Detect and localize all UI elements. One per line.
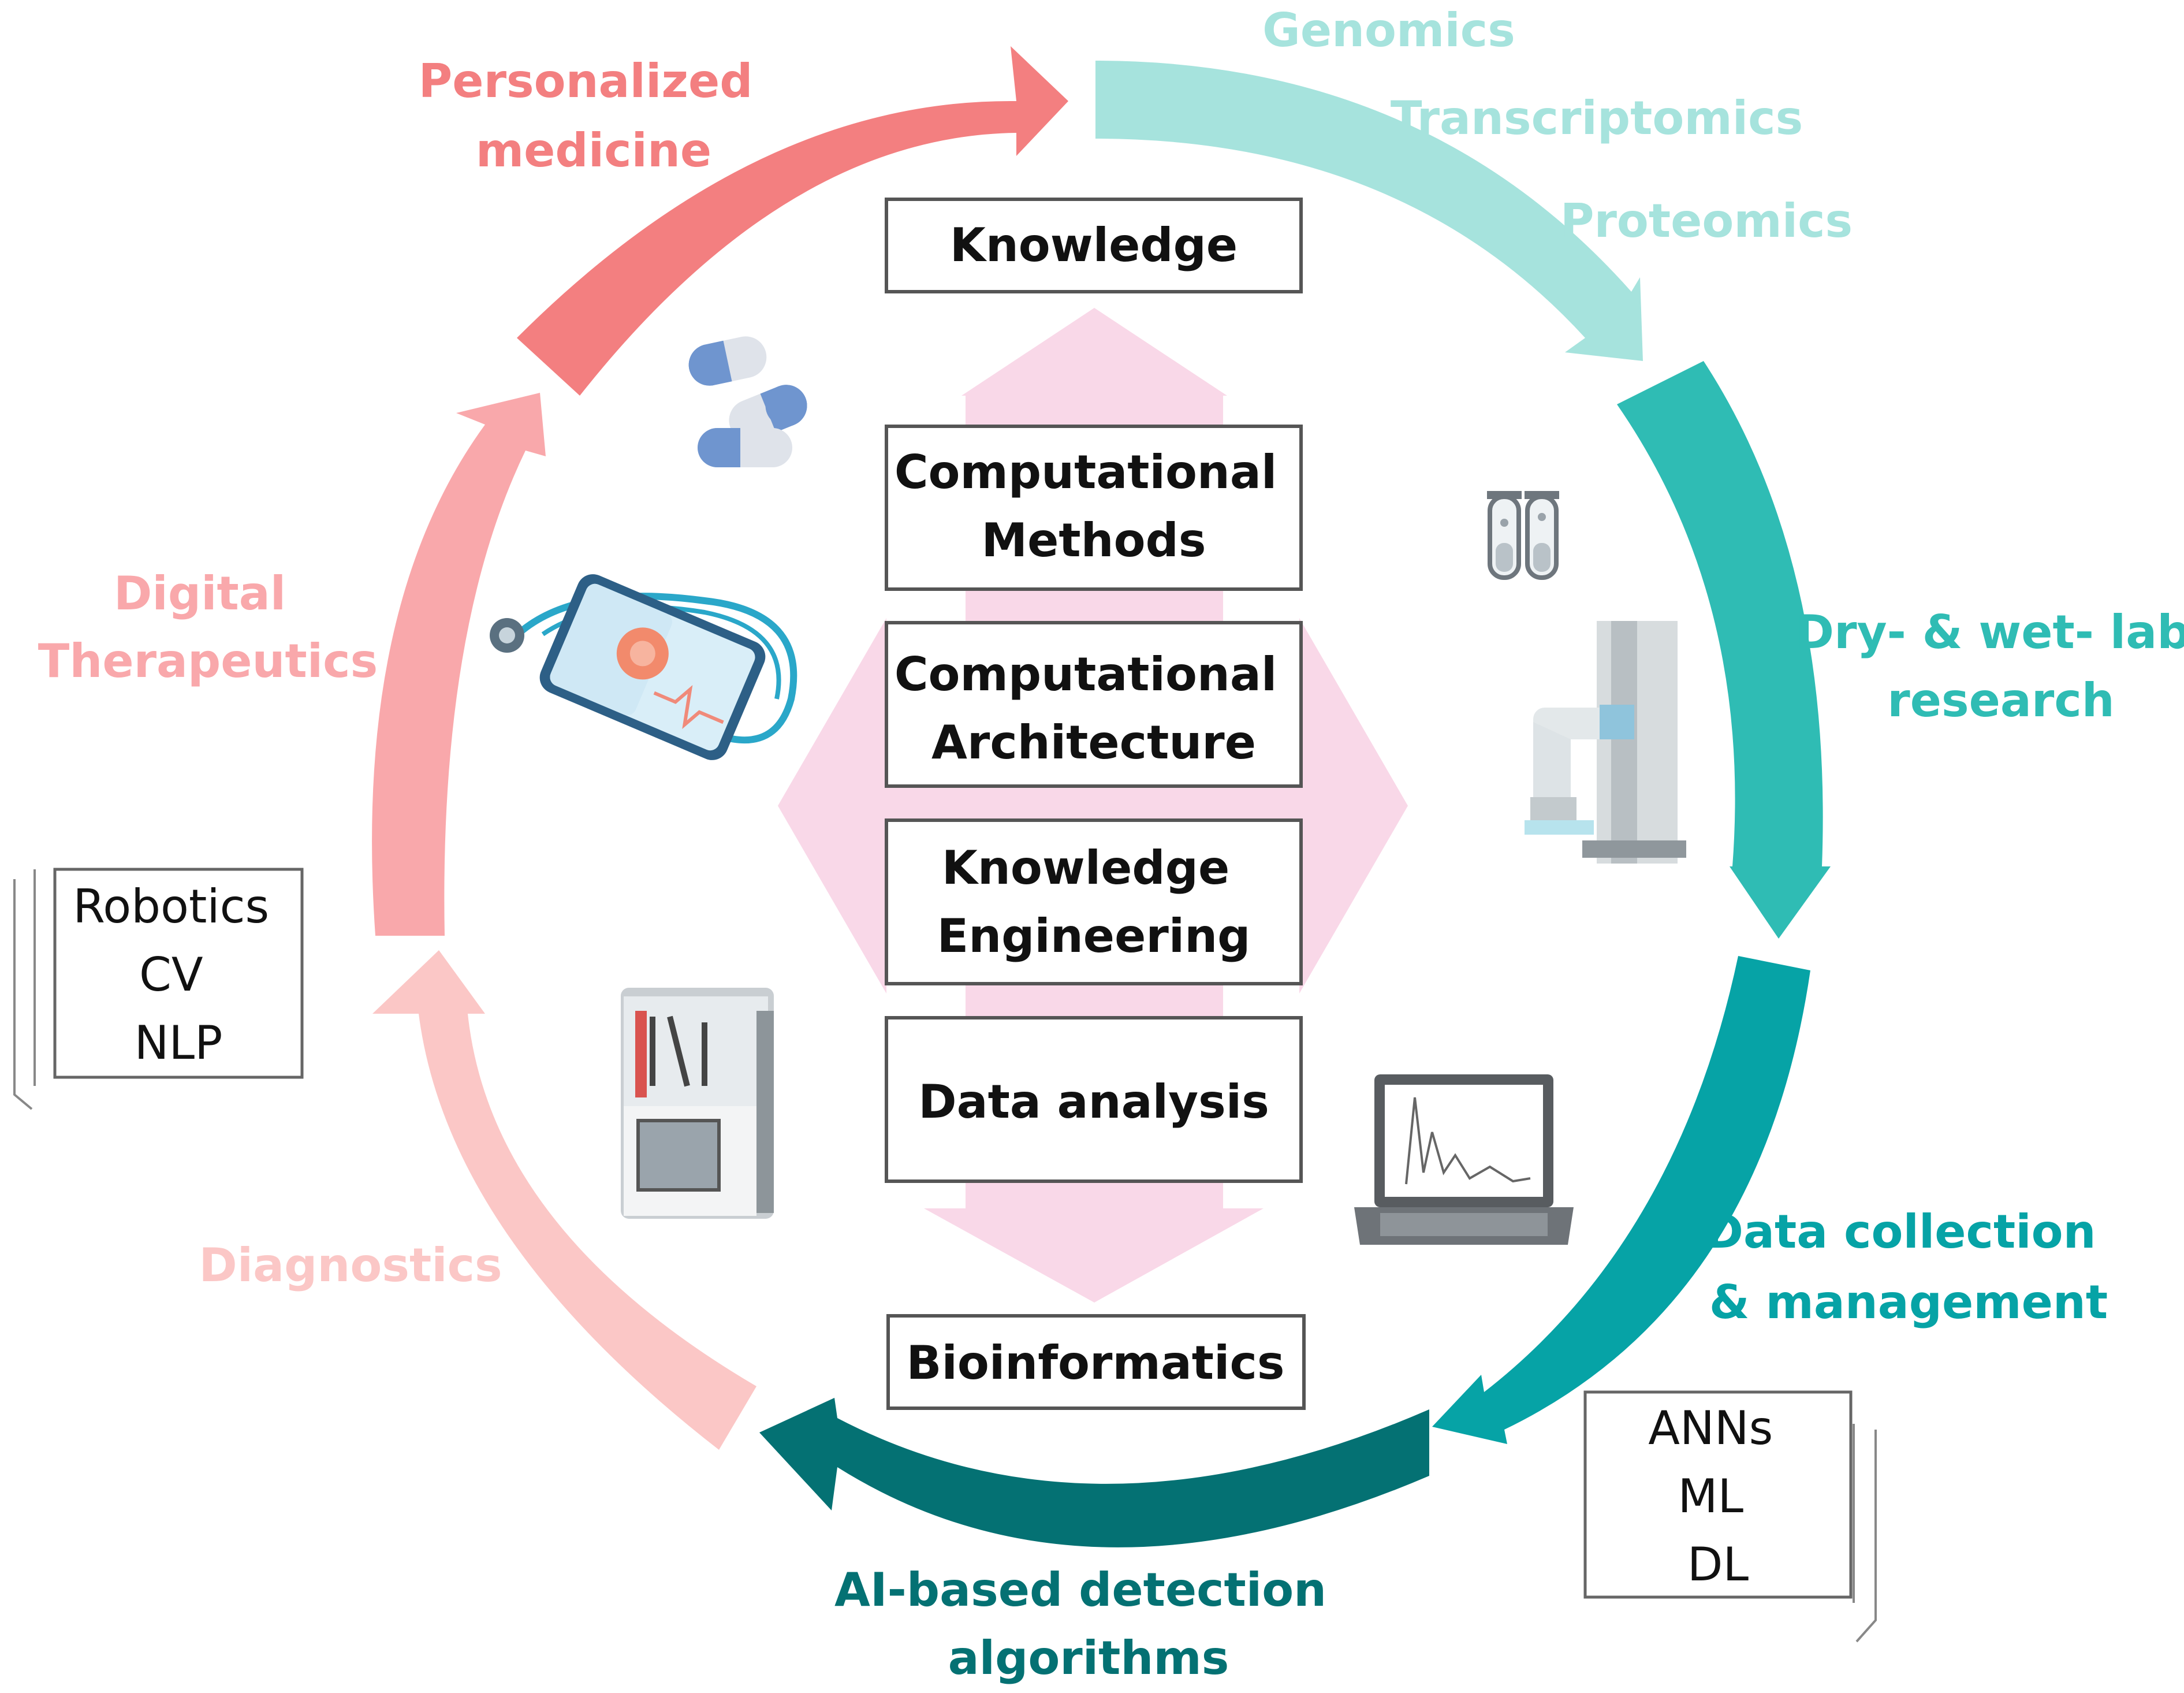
label-diagnostics: Diagnostics: [199, 1238, 502, 1292]
svg-text:Bioinformatics: Bioinformatics: [907, 1336, 1285, 1390]
label-proteomics: Proteomics: [1560, 194, 1853, 248]
label-line: Data collection: [1705, 1205, 2096, 1259]
label-data-collection: Data collection & management: [1705, 1205, 2112, 1329]
box-line: Bioinformatics: [907, 1336, 1285, 1390]
svg-text:ANNs ML DL: ANNs ML DL: [1648, 1401, 1788, 1591]
list-item: ANNs: [1648, 1401, 1773, 1455]
label-line: & management: [1709, 1275, 2108, 1329]
label-line: medicine: [476, 124, 711, 177]
label-ai-detection: AI-based detection algorithms: [834, 1563, 1343, 1685]
list-box: [1583, 1390, 1853, 1599]
label-line: AI-based detection: [834, 1563, 1326, 1617]
dry-wet-lab-arrow-head: [1730, 866, 1831, 939]
box-line: Methods: [982, 514, 1206, 567]
dry-wet-lab-arrow: [1617, 361, 1823, 866]
box-line: Knowledge: [942, 841, 1229, 895]
diagnostic-analyzer-icon: [621, 988, 774, 1219]
right-method-list: ANNs ML DL: [1583, 1390, 1877, 1643]
label-line: Genomics: [1262, 3, 1515, 57]
digital-therapeutics-arrow: [372, 393, 546, 936]
svg-text:Computational Architec: Computational Architecture: [895, 648, 1293, 769]
svg-text:Knowledge: Knowledge: [950, 218, 1238, 272]
box-computational-architecture: Computational Architecture: [885, 621, 1303, 788]
box-data-analysis: Data analysis: [885, 1016, 1303, 1183]
box-line: Computational: [895, 445, 1277, 499]
horizontal-double-arrow: [778, 618, 1408, 994]
svg-text:Data analysis: Data analysis: [918, 1075, 1269, 1129]
label-line: Proteomics: [1560, 194, 1853, 248]
label-line: Therapeutics: [38, 634, 378, 688]
box-bioinformatics: Bioinformatics: [886, 1314, 1306, 1410]
box-line: Knowledge: [950, 218, 1238, 272]
svg-text:Robotics CV NLP: Robotics CV NLP: [73, 880, 284, 1070]
box-line: Computational: [895, 648, 1277, 701]
box-knowledge-engineering: Knowledge Engineering: [885, 818, 1303, 985]
box-line: Engineering: [937, 909, 1251, 963]
list-item: ML: [1678, 1469, 1743, 1523]
list-item: Robotics: [73, 880, 269, 933]
label-personalized-medicine: Personalized medicine: [419, 54, 769, 177]
label-line: Dry- & wet- lab: [1796, 605, 2184, 659]
label-line: Personalized: [419, 54, 753, 108]
list-bracket: [13, 879, 33, 1110]
label-line: algorithms: [948, 1631, 1229, 1685]
box-line: Data analysis: [918, 1075, 1269, 1129]
svg-text:Computational Methods: Computational Methods: [895, 445, 1293, 567]
box-knowledge: Knowledge: [885, 198, 1303, 293]
test-tubes-icon: [1487, 491, 1559, 580]
label-dry-wet-lab: Dry- & wet- lab research: [1796, 605, 2184, 727]
list-item: NLP: [135, 1016, 223, 1070]
center-boxes: Knowledge Computational Methods Computat…: [885, 198, 1306, 1410]
smartphone-stethoscope-icon: [490, 574, 797, 760]
label-line: research: [1887, 674, 2114, 727]
label-transcriptomics: Transcriptomics: [1391, 91, 1803, 145]
genomics-arrow: [1095, 61, 1643, 361]
data-collection-arrow: [1432, 956, 1810, 1444]
svg-text:Knowledge Engineering: Knowledge Engineering: [937, 841, 1251, 963]
label-line: Transcriptomics: [1391, 91, 1803, 145]
cycle-arrows: [372, 46, 1831, 1547]
box-computational-methods: Computational Methods: [885, 425, 1303, 591]
lab-robot-arm-icon: [1525, 621, 1686, 864]
personalized-medicine-arrow: [517, 46, 1068, 396]
list-box: [53, 868, 304, 1079]
cycle-labels: Personalized medicine Genomics Transcrip…: [38, 3, 2184, 1685]
label-line: Diagnostics: [199, 1238, 502, 1292]
ai-detection-arrow: [759, 1398, 1429, 1547]
capsules-icon: [688, 336, 807, 467]
list-bracket: [1855, 1430, 1877, 1643]
list-item: DL: [1687, 1538, 1749, 1591]
left-method-list: Robotics CV NLP: [13, 868, 304, 1110]
label-digital-therapeutics: Digital Therapeutics: [38, 567, 378, 688]
label-line: Digital: [114, 567, 286, 620]
diagnostics-arrow: [372, 950, 756, 1450]
box-line: Architecture: [931, 716, 1256, 769]
label-genomics: Genomics: [1262, 3, 1515, 57]
list-item: CV: [139, 948, 203, 1002]
laptop-chart-icon: [1354, 1074, 1574, 1245]
